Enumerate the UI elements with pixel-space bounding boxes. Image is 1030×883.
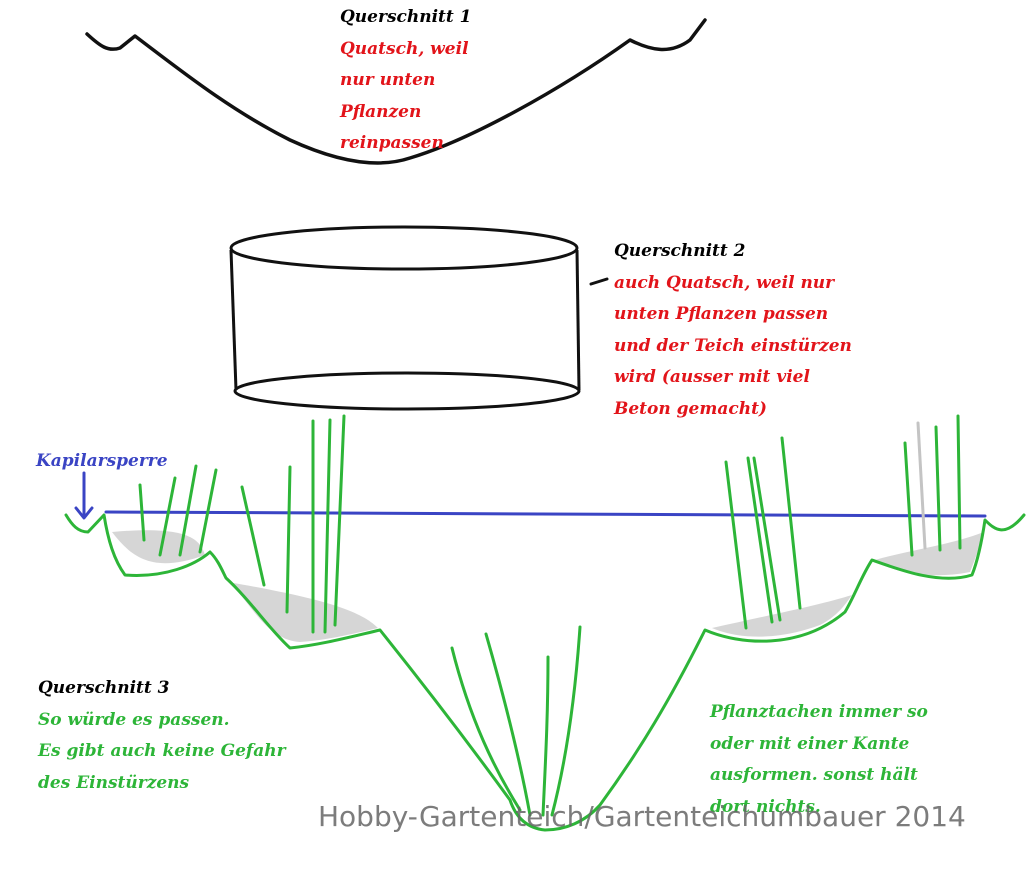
section-2-line: unten Pflanzen passen	[614, 304, 829, 324]
section-2-line: auch Quatsch, weil nur	[614, 272, 835, 293]
section-2-line: und der Teich einstürzen	[614, 335, 852, 356]
soil-shelf-right-lower	[712, 595, 852, 637]
section-1-line: Pflanzen	[340, 101, 422, 122]
plants-right-lower	[724, 436, 802, 630]
section-3-text: Querschnitt 3 So würde es passen. Es gib…	[38, 673, 286, 799]
section-2-line: wird (ausser mit viel	[614, 367, 810, 387]
section-1-line: reinpassen	[340, 133, 444, 153]
soil-shelf-right-upper	[875, 532, 984, 576]
section-3-heading: Querschnitt 3	[38, 678, 170, 698]
section-2-heading: Querschnitt 2	[614, 241, 746, 261]
plants-center	[450, 625, 582, 817]
section-3-line: Es gibt auch keine Gefahr	[38, 741, 286, 761]
section-1-text: Querschnitt 1 Quatsch, weil nur unten Pf…	[340, 2, 472, 160]
section-3-line: des Einstürzens	[38, 772, 190, 793]
plants-left-upper	[138, 464, 218, 557]
shelf-note-line: ausformen. sonst hält	[710, 765, 918, 785]
shelf-note-line: oder mit einer Kante	[710, 733, 910, 754]
shelf-note-line: Pflanztachen immer so	[710, 702, 928, 722]
barrier-arrow	[74, 471, 94, 520]
section-2-text: Querschnitt 2 auch Quatsch, weil nur unt…	[614, 236, 852, 425]
section-3-line: So würde es passen.	[38, 709, 230, 730]
watermark-text: Hobby-Gartenteich/Gartenteichumbauer 201…	[318, 800, 966, 833]
section-1-line: nur unten	[340, 70, 436, 90]
soil-shelf-left-upper	[112, 530, 205, 564]
bowl-profile-1	[85, 18, 707, 165]
shelf-note-text: Pflanztachen immer so oder mit einer Kan…	[710, 697, 928, 823]
terraced-pond-profile-3	[64, 414, 1026, 832]
section-1-heading: Querschnitt 1	[340, 7, 472, 27]
cylinder-profile-2	[229, 225, 609, 411]
pond-outline	[64, 513, 1026, 832]
plants-right-upper	[903, 414, 962, 557]
soil-shelf-left-lower	[228, 582, 378, 642]
shelf-note-line: dort nichts.	[710, 796, 821, 817]
capillary-barrier-line	[104, 510, 987, 518]
section-2-line: Beton gemacht)	[614, 398, 767, 419]
section-1-line: Quatsch, weil	[340, 38, 469, 59]
capillary-barrier-label: Kapilarsperre	[36, 451, 168, 471]
plants-left-lower	[240, 414, 346, 634]
